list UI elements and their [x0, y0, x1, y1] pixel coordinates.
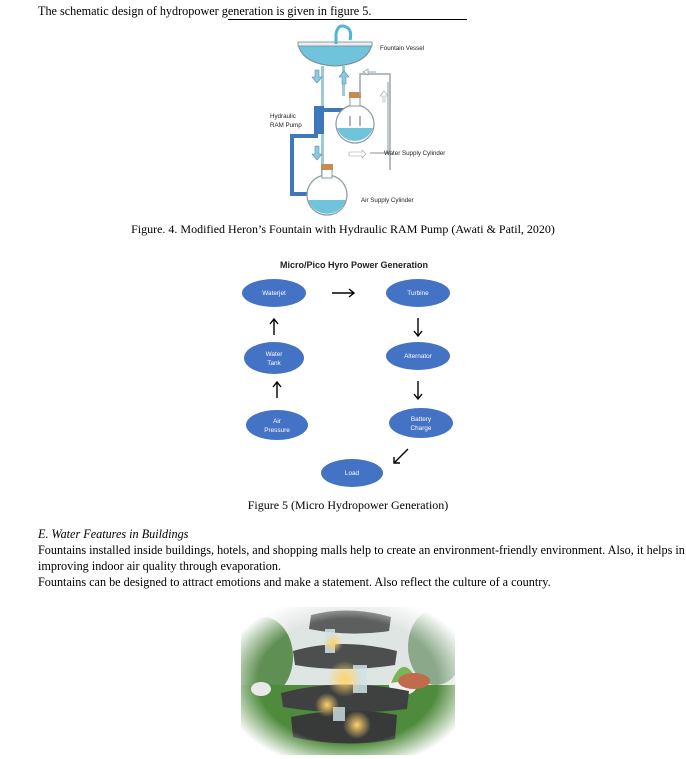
section-para1-line2: improving indoor air quality through eva…: [38, 559, 282, 573]
svg-text:Load: Load: [345, 470, 360, 477]
label-ram-pump: RAM Pump: [270, 122, 302, 129]
arrow-battery-load: [393, 448, 409, 464]
node-water-tank: [244, 342, 304, 374]
svg-text:Alternator: Alternator: [404, 353, 433, 360]
section-heading: E. Water Features in Buildings: [38, 527, 189, 541]
svg-text:Tank: Tank: [267, 360, 281, 367]
fountain-photo: [241, 607, 455, 755]
figure4-caption: Figure. 4. Modified Heron’s Fountain wit…: [131, 222, 555, 236]
node-load: [321, 459, 383, 487]
node-alternator: [386, 342, 450, 370]
svg-text:Battery: Battery: [411, 416, 432, 423]
svg-text:Water: Water: [266, 351, 284, 358]
figure5-caption: Figure 5 (Micro Hydropower Generation): [247, 498, 449, 512]
node-air-pressure: [246, 410, 308, 440]
label-hydraulic: Hydraulic: [270, 113, 296, 120]
fountain-vessel-shape: [297, 43, 373, 67]
figure5-title: Micro/Pico Hyro Power Generation: [280, 260, 428, 270]
figure5-diagram: Micro/Pico Hyro Power Generation Waterje…: [242, 260, 453, 487]
divider-line: [228, 19, 467, 20]
svg-text:Air: Air: [273, 418, 282, 425]
node-waterjet: [242, 279, 306, 307]
fountain-jet: [334, 24, 353, 44]
section-para1-line1: Fountains installed inside buildings, ho…: [38, 543, 685, 557]
svg-text:Turbine: Turbine: [407, 290, 429, 297]
label-fountain-vessel: Fountain Vessel: [380, 45, 424, 52]
label-air-supply-cylinder: Air Supply Cylinder: [361, 197, 414, 204]
ram-pump: [314, 106, 324, 134]
svg-text:Waterjet: Waterjet: [262, 290, 286, 297]
svg-text:Charge: Charge: [411, 425, 432, 432]
node-battery-charge: [389, 408, 453, 438]
section-para2: Fountains can be designed to attract emo…: [38, 575, 551, 589]
intro-text: The schematic design of hydropower gener…: [38, 4, 372, 18]
label-water-supply-cylinder: Water Supply Cylinder: [384, 150, 445, 157]
figure4-diagram: Fountain Vessel Hydraulic RAM Pump Water…: [270, 24, 445, 216]
node-turbine: [386, 279, 450, 307]
svg-text:Pressure: Pressure: [264, 427, 290, 434]
